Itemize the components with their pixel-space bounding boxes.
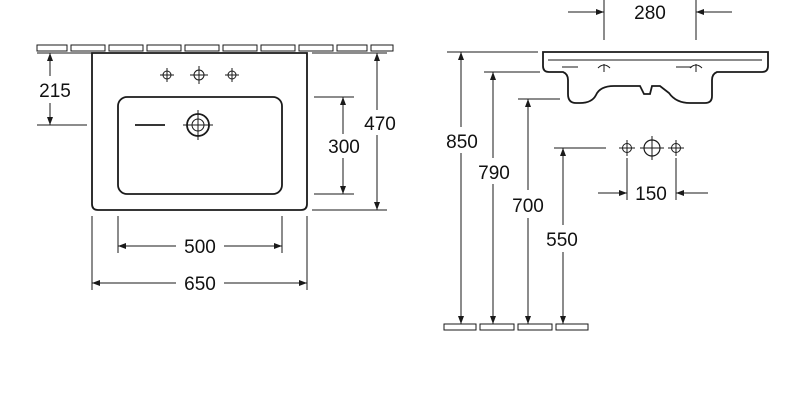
tap-hole-right-icon <box>225 68 239 82</box>
dim-700-label: 700 <box>512 196 544 217</box>
dimension-550: 550 <box>546 147 606 324</box>
drain-icon <box>183 110 213 140</box>
tap-hole-left-icon <box>160 68 174 82</box>
dim-280-label: 280 <box>634 3 666 24</box>
supply-valve-left-icon <box>619 140 635 156</box>
faucet-holes-plan <box>160 66 239 84</box>
dim-150-label: 150 <box>635 184 667 205</box>
side-view: 280 850 790 700 <box>443 0 769 331</box>
basin-outline <box>91 52 308 211</box>
dimension-150: 150 <box>598 158 708 205</box>
dimension-470: 470 <box>312 52 396 211</box>
dim-650-label: 650 <box>184 274 216 295</box>
basin-side-profile <box>542 51 769 104</box>
waste-connection-icon <box>640 136 664 160</box>
dimension-215: 215 <box>37 52 92 126</box>
plan-view: 215 470 300 <box>36 44 396 295</box>
dim-300-label: 300 <box>328 137 360 158</box>
tap-hole-center-icon <box>190 66 208 84</box>
dimension-850: 850 <box>446 51 538 324</box>
wall-tiles-plan <box>36 44 394 52</box>
dim-470-label: 470 <box>364 114 396 135</box>
dimension-650: 650 <box>91 216 308 295</box>
dim-215-label: 215 <box>39 81 71 102</box>
dim-850-label: 850 <box>446 132 478 153</box>
dim-550-label: 550 <box>546 230 578 251</box>
dimension-280: 280 <box>568 0 732 40</box>
dim-790-label: 790 <box>478 163 510 184</box>
dimension-300: 300 <box>314 96 360 195</box>
dimension-700: 700 <box>512 98 560 324</box>
dimension-500: 500 <box>117 216 283 258</box>
wall-connections <box>619 136 684 160</box>
supply-valve-right-icon <box>668 140 684 156</box>
floor-tiles <box>443 323 589 331</box>
dimension-790: 790 <box>478 71 540 324</box>
dim-500-label: 500 <box>184 237 216 258</box>
bowl-outline <box>117 96 283 195</box>
